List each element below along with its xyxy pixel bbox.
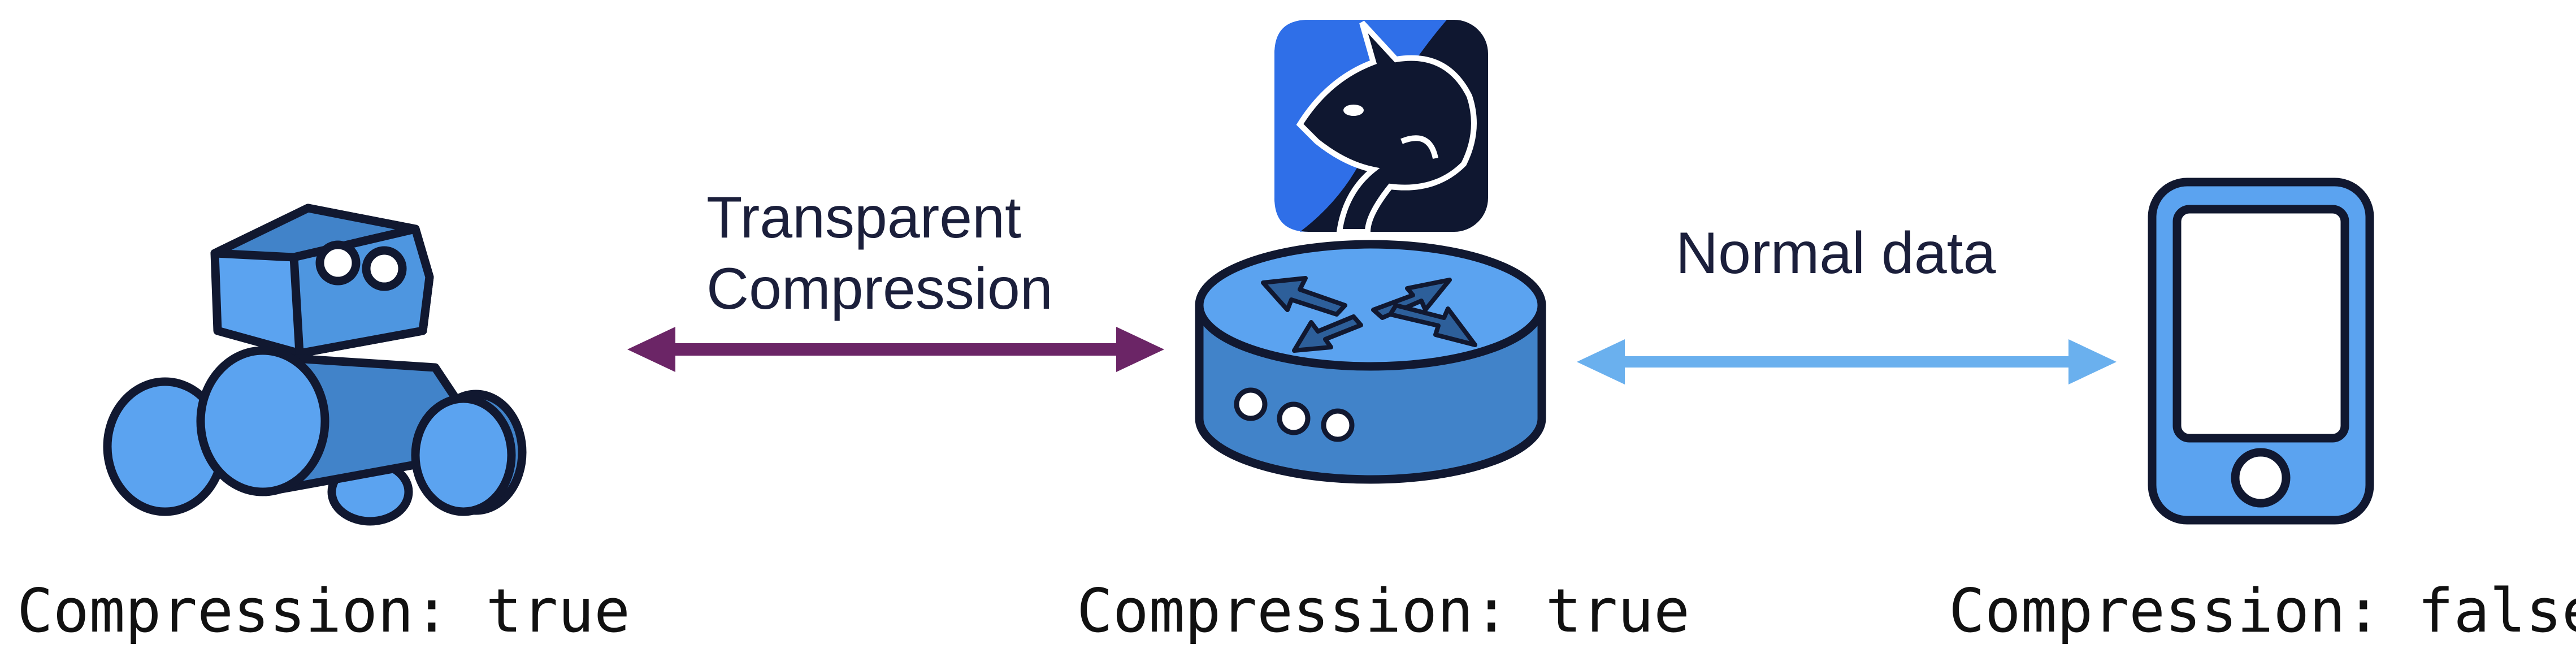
normal-data-arrow	[1577, 339, 2117, 384]
smartphone-icon	[2148, 178, 2374, 525]
dragonfly-logo-icon	[1274, 20, 1488, 235]
normal-data-arrow-label: Normal data	[1676, 221, 1996, 286]
compression-arrow-label-line1: Transparent	[706, 185, 1021, 250]
phone-compression-caption: Compression: false	[1949, 576, 2576, 646]
router-icon	[1195, 240, 1546, 484]
robot-compression-caption: Compression: true	[17, 576, 630, 646]
router-compression-caption: Compression: true	[1077, 576, 1690, 646]
compression-arrow-label-line2: Compression	[706, 256, 1053, 322]
robot-icon	[103, 204, 527, 526]
compression-arrow	[627, 327, 1164, 372]
